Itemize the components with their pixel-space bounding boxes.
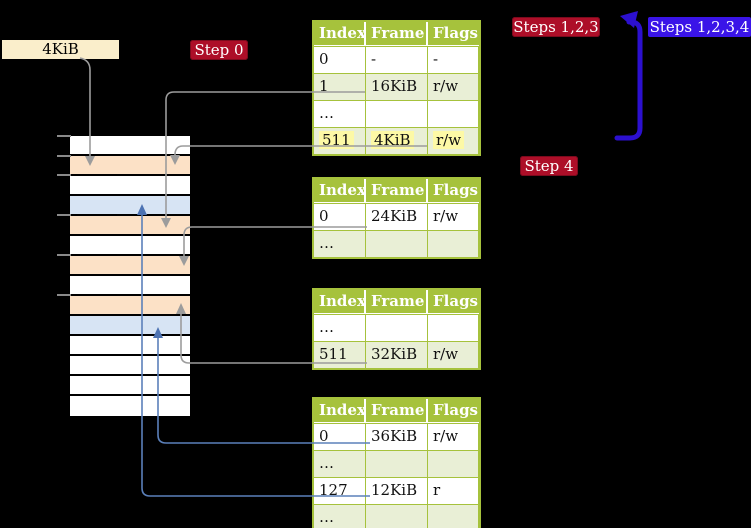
column-header-flags: Flags bbox=[428, 22, 479, 46]
table-cell: 36KiB bbox=[366, 423, 428, 450]
table-cell bbox=[366, 314, 428, 341]
table-cell: 1 bbox=[314, 73, 366, 100]
memory-frame-row-8 bbox=[70, 276, 190, 296]
table-cell: r/w bbox=[428, 127, 479, 154]
table-cell: 24KiB bbox=[366, 203, 428, 230]
memory-frame-row-2 bbox=[70, 156, 190, 176]
column-header-flags: Flags bbox=[428, 179, 479, 203]
memory-frame-row-1 bbox=[70, 136, 190, 156]
table-cell: … bbox=[314, 230, 366, 257]
column-header-frame: Frame bbox=[366, 399, 428, 423]
table-cell: … bbox=[314, 450, 366, 477]
table-cell: … bbox=[314, 314, 366, 341]
memory-tick bbox=[57, 155, 71, 157]
table-cell bbox=[428, 314, 479, 341]
column-header-frame: Frame bbox=[366, 290, 428, 314]
table-cell: … bbox=[314, 504, 366, 528]
arrowhead-left-icon bbox=[620, 11, 638, 28]
table-cell: r/w bbox=[428, 73, 479, 100]
arrow-loop-steps1234 bbox=[614, 19, 643, 141]
table-cell bbox=[428, 230, 479, 257]
column-header-frame: Frame bbox=[366, 179, 428, 203]
highlighted-value: 511 bbox=[319, 131, 354, 149]
memory-frame-row-4 bbox=[70, 196, 190, 216]
table-cell: r/w bbox=[428, 423, 479, 450]
table-cell: 32KiB bbox=[366, 341, 428, 368]
column-header-flags: Flags bbox=[428, 399, 479, 423]
table-cell bbox=[366, 230, 428, 257]
step4-badge: Step 4 bbox=[520, 156, 578, 176]
table-cell: r/w bbox=[428, 341, 479, 368]
table-cell bbox=[428, 450, 479, 477]
table-cell: 0 bbox=[314, 423, 366, 450]
table-cell: 511 bbox=[314, 127, 366, 154]
column-header-flags: Flags bbox=[428, 290, 479, 314]
memory-tick bbox=[57, 294, 71, 296]
memory-frame-row-10 bbox=[70, 316, 190, 336]
table-cell bbox=[366, 450, 428, 477]
steps1234-badge: Steps 1,2,3,4 bbox=[648, 17, 751, 37]
memory-strip bbox=[70, 136, 190, 416]
table-cell: 511 bbox=[314, 341, 366, 368]
memory-frame-row-13 bbox=[70, 376, 190, 396]
table-cell: 127 bbox=[314, 477, 366, 504]
memory-frame-row-6 bbox=[70, 236, 190, 256]
table-cell bbox=[428, 504, 479, 528]
memory-tick bbox=[57, 174, 71, 176]
step0-badge: Step 0 bbox=[190, 40, 248, 60]
column-header-index: Index bbox=[314, 290, 366, 314]
table-cell: r bbox=[428, 477, 479, 504]
table-cell bbox=[428, 100, 479, 127]
table-cell: 4KiB bbox=[366, 127, 428, 154]
table-cell: - bbox=[428, 46, 479, 73]
steps123-badge: Steps 1,2,3 bbox=[512, 17, 600, 37]
frame-size-label: 4KiB bbox=[2, 40, 119, 59]
table-cell: 16KiB bbox=[366, 73, 428, 100]
memory-tick bbox=[57, 254, 71, 256]
table-cell: 0 bbox=[314, 46, 366, 73]
highlighted-value: 4KiB bbox=[371, 131, 414, 149]
memory-tick bbox=[57, 135, 71, 137]
table-cell: r/w bbox=[428, 203, 479, 230]
table-cell: 12KiB bbox=[366, 477, 428, 504]
column-header-index: Index bbox=[314, 22, 366, 46]
table-cell bbox=[366, 504, 428, 528]
memory-tick bbox=[57, 214, 71, 216]
table-cell: … bbox=[314, 100, 366, 127]
memory-frame-row-9 bbox=[70, 296, 190, 316]
memory-frame-row-11 bbox=[70, 336, 190, 356]
table-cell bbox=[366, 100, 428, 127]
memory-frame-row-3 bbox=[70, 176, 190, 196]
column-header-index: Index bbox=[314, 399, 366, 423]
memory-frame-row-14 bbox=[70, 396, 190, 416]
column-header-frame: Frame bbox=[366, 22, 428, 46]
memory-frame-row-5 bbox=[70, 216, 190, 236]
highlighted-value: r/w bbox=[433, 131, 465, 149]
table-cell: - bbox=[366, 46, 428, 73]
memory-frame-row-7 bbox=[70, 256, 190, 276]
table-cell: 0 bbox=[314, 203, 366, 230]
column-header-index: Index bbox=[314, 179, 366, 203]
memory-frame-row-12 bbox=[70, 356, 190, 376]
